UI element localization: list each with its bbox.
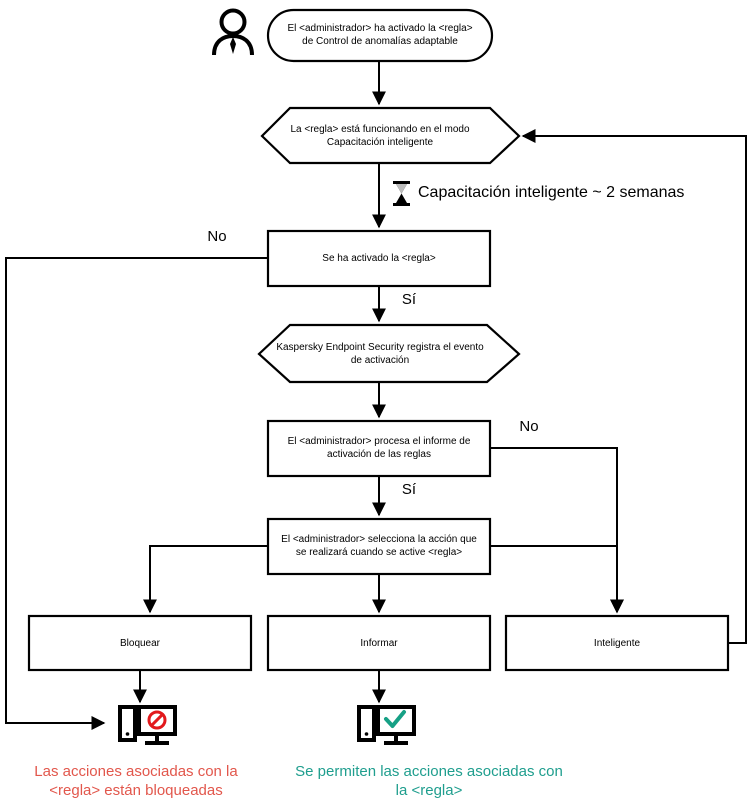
smart-training-duration-label: Capacitación inteligente ~ 2 semanas	[418, 184, 685, 201]
edge-action-to-block	[143, 545, 268, 614]
node-inform	[266, 614, 492, 672]
monitor-blocked-icon	[118, 705, 177, 745]
edge-label-report-no: No	[519, 418, 539, 435]
edge-label-report-yes: Sí	[401, 481, 417, 498]
node-rule-triggered	[266, 229, 492, 288]
node-kes-logs-event	[257, 323, 521, 384]
node-training-mode	[260, 106, 521, 165]
blocked-outcome-caption: Las acciones asociadas con la <regla> es…	[34, 763, 238, 799]
edge-rule-triggered-no	[5, 257, 268, 730]
node-smart	[504, 614, 730, 672]
person-icon	[212, 8, 254, 56]
edge-smart-loopback	[521, 129, 747, 644]
node-admin-processes-report	[266, 419, 492, 478]
node-block	[27, 614, 253, 672]
allowed-outcome-caption: Se permiten las acciones asociadas con l…	[295, 763, 563, 799]
hourglass-icon	[393, 181, 410, 206]
monitor-allowed-icon	[357, 705, 416, 745]
node-admin-selects-action	[266, 517, 492, 576]
edge-action-to-smart	[490, 545, 624, 614]
edge-report-no	[490, 447, 624, 614]
node-start	[266, 8, 494, 63]
edge-label-rule-triggered-no: No	[207, 228, 227, 245]
edge-label-rule-triggered-yes: Sí	[401, 291, 417, 308]
